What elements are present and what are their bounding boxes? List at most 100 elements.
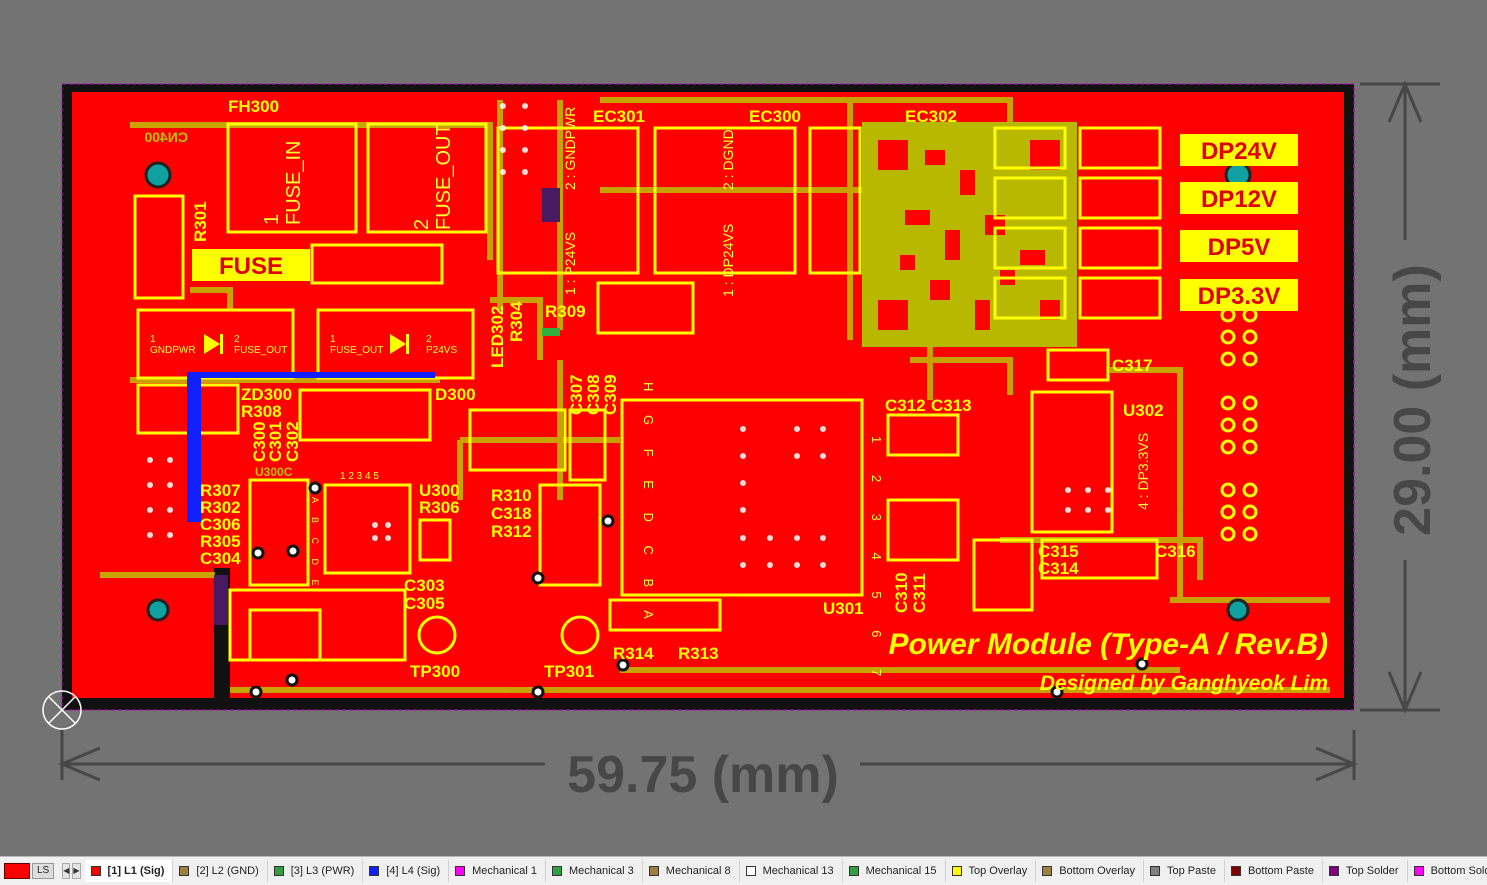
vias [147,103,1111,568]
layer-tab[interactable]: Mechanical 15 [843,860,946,882]
des-ec301: EC301 [593,107,645,126]
layer-color-swatch [1150,866,1161,876]
des-r302: R302 [200,498,241,517]
layer-tab[interactable]: [3] L3 (PWR) [268,860,364,882]
layer-tab[interactable]: Bottom Overlay [1036,860,1145,882]
des-r314: R314 [613,644,654,663]
pin-fuse-in: 1FUSE_IN [261,141,305,225]
layer-tab-label: [1] L1 (Sig) [107,865,165,877]
des-r312: R312 [491,522,532,541]
pin-u300-side: A B C D E [310,497,320,592]
des-c307: C307 [567,374,586,415]
des-c300: C300 [250,421,269,462]
layer-tab[interactable]: Mechanical 3 [546,860,643,882]
tag-dp5v: DP5V [1208,234,1271,261]
layer-tab-label: Top Solder [1345,865,1399,877]
layer-tab-label: Top Paste [1167,865,1216,877]
layer-tab-bar: LS ◀ ▶ [1] L1 (Sig) [2] L2 (GND) [3] L3 (P… [0,856,1487,885]
layer-color-swatch [551,866,562,876]
des-d300: D300 [435,385,476,404]
layer-color-swatch [1413,866,1424,876]
des-c312: C312 [885,396,926,415]
des-r307: R307 [200,481,241,500]
layer-color-swatch [848,866,859,876]
diode-symbols [204,334,409,354]
layer-tab[interactable]: Bottom Solder [1408,860,1487,882]
layer-tab[interactable]: Top Paste [1144,860,1225,882]
layer-color-swatch [455,866,466,876]
layer-tab-label: Top Overlay [968,865,1028,877]
l4-trace-h [187,372,435,378]
layer-tab[interactable]: [4] L4 (Sig) [363,860,450,882]
layer-tab[interactable]: Bottom Paste [1225,860,1323,882]
des-r308: R308 [241,402,282,421]
layer-set-control[interactable]: LS [4,863,55,879]
layer-tab-label: Mechanical 13 [762,865,834,877]
des-c317: C317 [1112,356,1153,375]
des-c302: C302 [283,421,302,462]
tag-dp12v: DP12V [1201,186,1277,213]
layer-tab-label: Bottom Paste [1247,865,1314,877]
layer-tab[interactable]: Mechanical 13 [740,860,843,882]
des-ec300: EC300 [749,107,801,126]
layer-color-swatch [90,866,101,876]
layer-tab[interactable]: Top Solder [1323,860,1408,882]
layer-color-swatch [273,866,284,876]
pin-gndpwr-r: 2 : GNDPWR [562,107,578,190]
layer-tab[interactable]: Top Overlay [946,860,1037,882]
dimension-lines [58,80,1440,782]
des-r310: R310 [491,486,532,505]
pcb-canvas[interactable]: DP24V DP12V DP5V DP3.3V FUSE FH300 CN400… [0,0,1487,856]
layer-tab-label: [4] L4 (Sig) [386,865,441,877]
des-c313: C313 [931,396,972,415]
des-r306: R306 [419,498,460,517]
green-pad [542,328,560,336]
des-c315: C315 [1038,542,1079,561]
layer-color-swatch [745,866,756,876]
des-c311: C311 [910,573,929,613]
layer-tab[interactable]: [1] L1 (Sig) [84,860,174,882]
layer-tab-label: Mechanical 15 [865,865,937,877]
des-ec302: EC302 [905,107,957,126]
designators: FH300 CN400 R301 EC301 EC300 EC302 LED30… [144,97,1195,681]
tag-dp33v: DP3.3V [1198,283,1281,310]
pin-p24vs-r: 1 : P24VS [562,232,578,295]
des-tp300: TP300 [410,662,460,681]
fuse-tag-box [192,249,310,281]
layer-tabs: [1] L1 (Sig) [2] L2 (GND) [3] L3 (PWR) [4] … [84,860,1487,882]
pin-dp24vs: 1 : DP24VS [720,224,736,297]
des-r301: R301 [191,201,210,242]
pin-dp33vs: 4 : DP3.3VS [1135,433,1151,510]
board-title: Power Module (Type-A / Rev.B) [889,628,1329,661]
test-vias [249,481,1149,699]
width-dimension: 59.75 (mm) [567,746,839,804]
layer-color-swatch [1042,866,1053,876]
header-pins [1220,307,1258,542]
pin-u-row: H G F E D C B A [641,382,656,629]
layer-tab[interactable]: Mechanical 1 [449,860,546,882]
height-dimension: 29.00 (mm) [1384,264,1442,536]
des-c316: C316 [1155,542,1196,561]
hatch-a [542,188,560,222]
des-fh300: FH300 [228,97,279,116]
scroll-right-icon[interactable]: ▶ [72,863,81,879]
des-tp301: TP301 [544,662,594,681]
des-c308: C308 [584,374,603,415]
layer-tab[interactable]: [2] L2 (GND) [173,860,268,882]
des-c304: C304 [200,549,241,568]
des-r313: R313 [678,644,719,663]
layer-tab-label: Bottom Solder [1430,865,1487,877]
layer-color-swatch [1328,866,1339,876]
scroll-left-icon[interactable]: ◀ [62,863,71,879]
layer-set-label[interactable]: LS [32,863,55,879]
des-c318: C318 [491,504,532,523]
des-led302: LED302 [488,306,507,368]
pin-u301-side: 1 2 3 4 5 6 7 [869,436,884,690]
layer-tab-label: [3] L3 (PWR) [290,865,355,877]
des-r305: R305 [200,532,241,551]
layer-tab[interactable]: Mechanical 8 [643,860,740,882]
